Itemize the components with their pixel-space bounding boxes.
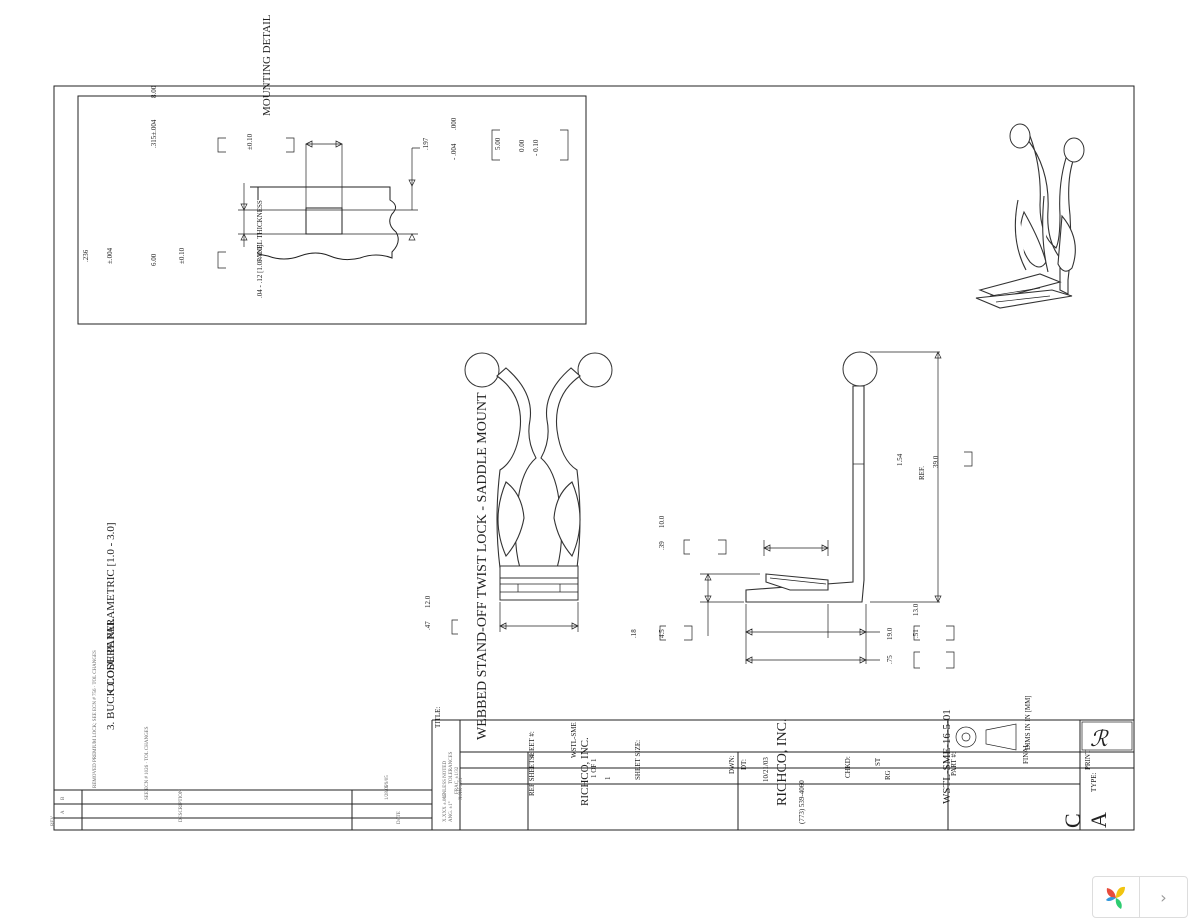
mm-500-label: 5.00 (494, 137, 502, 150)
chkd-label: RG (884, 770, 892, 780)
mounting-detail-title: MOUNTING DETAIL (261, 14, 273, 116)
chkd-label-label: CHKD: (844, 756, 852, 778)
dwn-label-label: DWN: (728, 755, 736, 774)
dim-130-label: 13.0 (912, 603, 920, 616)
dim-000-label: .000 (450, 117, 458, 130)
sheet-of-label: 1 OF 1 (590, 758, 598, 778)
side-view: 1.54 REF. 39.0 .39 10.0 .18 4.5 .75 19.0… (630, 351, 973, 669)
desc-1-label: REMOVED PREMIUM LOCK; SEE ECN # 756 · TO… (93, 650, 98, 788)
dim-75-label: .75 (886, 655, 894, 664)
dim-390-label: 39.0 (932, 455, 940, 468)
print-label-label: PRINT (1084, 749, 1092, 770)
richco-logo (1081, 721, 1133, 751)
notes: 3. BUCK CODE PANEL CLOSURE PARAMETRIC [1… (105, 523, 117, 731)
frac-label: FRAC. ±1/32 (455, 766, 460, 794)
viewer-logo-icon (1093, 877, 1140, 917)
dt-label: 10/21/03 (762, 757, 770, 782)
dim-39-label: .39 (658, 541, 666, 550)
dim-18-label: .18 (630, 629, 638, 638)
rev-a-label: A (61, 810, 66, 814)
date-1-label: 1/28/05 (385, 784, 390, 800)
dim-51-label: .51 (912, 629, 920, 638)
dim-47-label: .47 (424, 621, 432, 630)
type-label: C (1060, 813, 1085, 828)
phone-label: (773) 539-4060 (798, 780, 806, 824)
tol-010-label: ±0.10 (246, 133, 254, 150)
mounting-detail: MOUNTING DETAIL .315±.004 8.00 ±0.10 .19… (77, 14, 587, 325)
final-label: FINAL (1022, 743, 1030, 764)
revision-block: A B REV. REMOVED PREMIUM LOCK; SEE ECN #… (51, 650, 432, 830)
tol-010b-label: ±0.10 (178, 247, 186, 264)
dwg-no-label: WSTL-SME-16-5-01 (941, 709, 953, 804)
series-label: X.XXX ±.005 (443, 793, 448, 822)
tol-004-label: ±.004 (106, 247, 114, 264)
tolerances-label: TOLERANCES (449, 751, 454, 784)
part-no-label-label: PART #: (950, 752, 958, 776)
panel-range-label: .04 - .12 [1.0 - 3.0] (256, 245, 264, 298)
dim-190-label: 19.0 (886, 627, 894, 640)
next-page-chevron-icon[interactable]: › (1160, 887, 1167, 907)
drawing-border (53, 85, 1135, 831)
dim-45-label: 4.5 (658, 629, 666, 638)
note-a-label: 3. BUCK CODE PANEL (105, 618, 117, 730)
svg-text:ℛ: ℛ (1090, 726, 1109, 751)
mm-600-label: 6.00 (150, 253, 158, 266)
part-no-label: WSTL-SME (570, 722, 578, 758)
type-label-label: TYPE: (1090, 773, 1098, 793)
dim-width-in-label: .315±.004 (150, 119, 158, 148)
mm-000-label: 0.00 (518, 139, 526, 152)
dim-197b-label: - .004 (450, 143, 458, 160)
company-small-label: RICHCO, INC. (579, 737, 591, 806)
sheet-size-label: A (1086, 812, 1111, 828)
dim-197-label: .197 (422, 137, 430, 150)
projection-symbol-icon (955, 726, 977, 748)
dim-100-label: 10.0 (658, 515, 666, 528)
title-block: TITLE: UNLESS NOTED TOLERANCES FRAC. ±1/… (431, 695, 1134, 830)
note-b-label: CLOSURE PARAMETRIC [1.0 - 3.0] (105, 523, 117, 693)
dim-width-mm-label: 8.00 (150, 85, 158, 98)
company-label: RICHCO, INC. (775, 718, 790, 806)
dim-236-label: .236 (82, 249, 90, 262)
sheet-label-label: SHEET #: (528, 731, 536, 760)
dim-120-label: 12.0 (424, 595, 432, 608)
units-label: DIMS IN IN [MM] (1024, 695, 1032, 750)
sheet-value-label: 1 (604, 776, 612, 780)
desc-2-label: SEE ECN # 1026 · TOL CHANGES (145, 726, 150, 800)
isometric-view (975, 123, 1085, 309)
date-label: DATE (397, 811, 402, 824)
ref-sheet-label-label: REF SHEET #: (528, 753, 536, 796)
dt-label-label: DT: (740, 759, 748, 770)
panel-thickness-label: PANEL THICKNESS (256, 200, 264, 262)
ref-label: REF. (918, 466, 926, 480)
description-label: DESCRIPTION (179, 789, 184, 822)
ang-label: ANG. ±1° (449, 801, 454, 822)
rev-b-label: B (61, 796, 66, 800)
title-label-label: TITLE: (434, 707, 442, 728)
rev-label-label: REV. (51, 815, 56, 826)
unless-noted-label: UNLESS NOTED (443, 761, 448, 798)
mm-neg010-label: - 0.10 (532, 139, 540, 156)
date-2-label: 9/9/05 (385, 775, 390, 788)
dwn-label: ST (874, 757, 882, 766)
decimals-label: X.XX ±.01 (459, 777, 464, 800)
viewer-nav-widget: › (1092, 876, 1188, 918)
dim-154-label: 1.54 (896, 453, 904, 466)
front-view: .47 12.0 WEBBED STAND-OFF TWIST LOCK - S… (424, 352, 613, 740)
sheet-size-label-label: SHEET SIZE: (634, 740, 642, 780)
front-view-title: WEBBED STAND-OFF TWIST LOCK - SADDLE MOU… (475, 392, 490, 740)
